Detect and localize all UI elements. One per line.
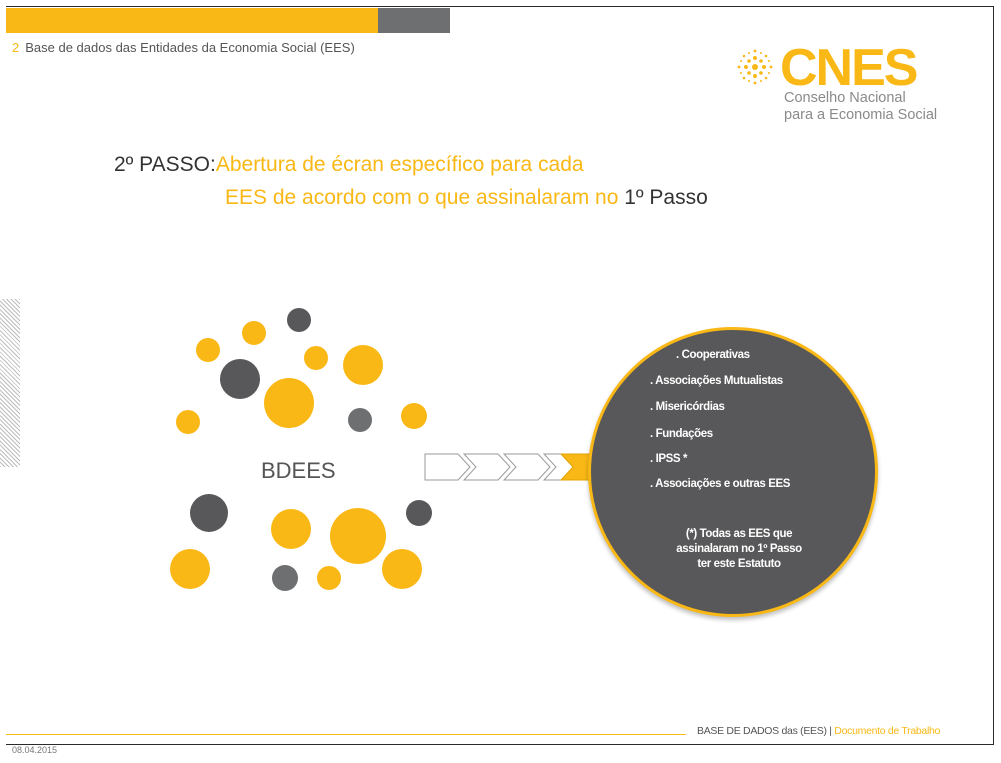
cluster-dot xyxy=(304,346,328,370)
list-item: . Cooperativas xyxy=(676,349,750,361)
footer-title: BASE DE DADOS das (EES) | Documento de T… xyxy=(697,725,940,737)
step-label: 2º PASSO: xyxy=(114,153,216,176)
cluster-dot xyxy=(242,321,266,345)
logo-brand: CNES xyxy=(780,39,918,97)
sun-icon xyxy=(737,49,773,85)
footer-divider xyxy=(6,734,686,735)
cluster-dot xyxy=(190,494,228,532)
logo-subtitle-2: para a Economia Social xyxy=(784,107,938,123)
cluster-dot xyxy=(348,408,372,432)
cluster-dot xyxy=(406,500,432,526)
cluster-dot xyxy=(287,308,311,332)
step-text-2: EES de acordo com o que assinalaram no xyxy=(225,186,625,209)
section-number: 2 xyxy=(12,40,20,55)
list-item: . Fundações xyxy=(650,428,713,440)
footer-doc-title: BASE DE DADOS das (EES) | xyxy=(697,725,832,737)
cluster-dot xyxy=(196,338,220,362)
footer-date: 08.04.2015 xyxy=(12,745,58,755)
step-title-line1: 2º PASSO:Abertura de écran específico pa… xyxy=(114,153,584,177)
list-item: . Misericórdias xyxy=(650,401,725,413)
section-title: Base de dados das Entidades da Economia … xyxy=(25,40,355,55)
cluster-dot xyxy=(264,378,314,428)
footnote-note: (*) Todas as EES que assinalaram no 1º P… xyxy=(644,527,834,572)
cluster-dot xyxy=(170,549,210,589)
note-line: (*) Todas as EES que xyxy=(685,528,793,540)
entity-types-circle xyxy=(588,327,878,617)
cluster-dot xyxy=(317,566,341,590)
note-line: assinalaram no 1º Passo xyxy=(676,543,802,555)
cluster-dot xyxy=(343,345,383,385)
top-bar-gray xyxy=(378,8,450,33)
cluster-dot xyxy=(382,549,422,589)
list-item: . Associações Mutualistas xyxy=(650,375,783,387)
list-item: . IPSS * xyxy=(650,453,688,465)
chevron-arrows-icon xyxy=(424,453,607,481)
cluster-dot xyxy=(220,359,260,399)
step-title-line2: EES de acordo com o que assinalaram no 1… xyxy=(225,186,708,210)
section-header: 2 Base de dados das Entidades da Economia… xyxy=(12,40,355,55)
top-bar-accent xyxy=(6,8,378,33)
cluster-label: BDEES xyxy=(261,458,336,483)
list-item: . Associações e outras EES xyxy=(650,478,791,490)
step-text-2-tail: 1º Passo xyxy=(624,186,708,209)
cnes-logo: CNES Conselho Nacional para a Economia S… xyxy=(734,39,994,139)
cluster-dot xyxy=(176,410,200,434)
cluster-dot xyxy=(401,403,427,429)
side-hatch-decoration xyxy=(0,299,20,467)
note-line: ter este Estatuto xyxy=(697,558,781,570)
cluster-dot xyxy=(330,508,386,564)
cluster-dot xyxy=(271,509,311,549)
step-text-1: Abertura de écran específico para cada xyxy=(215,153,584,176)
cluster-dot xyxy=(272,565,298,591)
logo-subtitle-1: Conselho Nacional xyxy=(784,90,906,106)
footer-doc-type: Documento de Trabalho xyxy=(831,725,941,737)
